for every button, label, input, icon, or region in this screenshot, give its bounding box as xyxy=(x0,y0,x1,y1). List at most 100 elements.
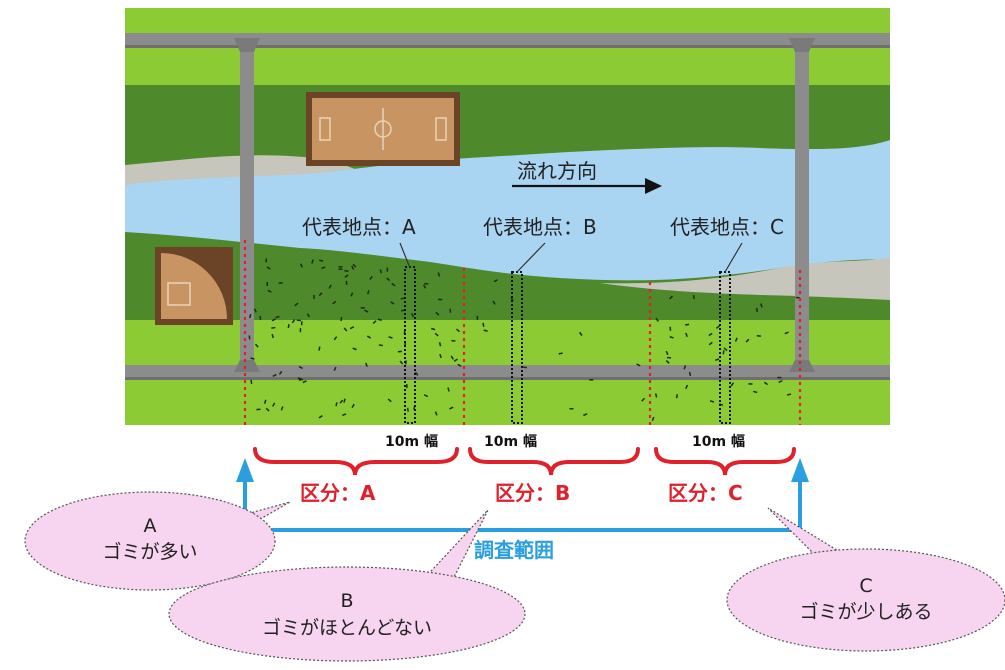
litter-speck xyxy=(730,382,735,387)
section-dividers xyxy=(243,240,802,425)
litter-speck xyxy=(272,373,277,378)
litter-speck xyxy=(287,323,290,329)
litter-speck xyxy=(386,277,391,282)
litter-speck xyxy=(655,317,660,322)
litter-speck xyxy=(578,331,583,337)
litter-speck xyxy=(410,313,415,318)
litter-speck xyxy=(369,275,373,280)
width-label-a: 10m 幅 xyxy=(385,433,438,450)
litter-speck xyxy=(669,295,673,300)
litter-speck xyxy=(267,289,272,293)
litter-speck xyxy=(430,327,436,331)
litter-speck xyxy=(424,282,429,285)
litter-speck xyxy=(259,315,262,321)
litter-speck xyxy=(297,377,302,382)
litter-speck xyxy=(669,336,674,339)
litter-speck xyxy=(250,379,253,384)
litter-speck xyxy=(688,371,692,377)
litter-speck xyxy=(343,327,348,332)
survey-range-bracket xyxy=(236,458,809,532)
litter-speck xyxy=(338,268,343,270)
litter-speck xyxy=(438,342,442,347)
litter-speck xyxy=(351,403,355,408)
bubble-a-line2: ゴミが多い xyxy=(102,541,197,563)
litter-speck xyxy=(388,336,393,339)
litter-speck xyxy=(669,326,672,331)
litter-speck xyxy=(722,350,725,355)
litter-speck xyxy=(795,296,800,299)
section-a-label: 区分：A xyxy=(300,481,376,505)
litter-speck xyxy=(692,295,695,300)
gravel-bank-lower xyxy=(600,258,890,300)
litter-speck xyxy=(335,402,338,407)
litter-speck xyxy=(709,400,715,403)
litter-speck xyxy=(372,320,377,325)
litter-speck xyxy=(423,394,429,398)
litter-speck xyxy=(265,258,268,263)
width-label-b: 10m 幅 xyxy=(484,433,537,450)
litter-speck xyxy=(492,300,496,305)
litter-speck xyxy=(278,370,283,375)
bubble-c-line1: C xyxy=(859,575,872,597)
litter-speck xyxy=(266,281,269,286)
litter-speck xyxy=(338,265,343,268)
litter-speck xyxy=(319,259,324,262)
litter-speck xyxy=(450,355,454,360)
width-label-c: 10m 幅 xyxy=(692,433,745,450)
litter-speck xyxy=(457,363,462,367)
litter-speck xyxy=(352,347,357,351)
litter-speck xyxy=(434,411,438,416)
litter-speck xyxy=(266,266,271,270)
litter-speck xyxy=(453,358,458,362)
litter-speck xyxy=(777,376,782,379)
litter-speck xyxy=(318,292,323,297)
litter-speck xyxy=(313,294,315,299)
section-braces xyxy=(253,447,796,476)
litter-speck xyxy=(272,402,276,407)
bubble-b-line1: B xyxy=(340,590,353,612)
litter-speck xyxy=(342,413,347,417)
litter-speck xyxy=(755,307,758,313)
flow-direction-label: 流れ方向 xyxy=(517,159,597,183)
bubble-a-line1: A xyxy=(144,515,157,537)
litter-speck xyxy=(734,337,738,342)
litter-speck xyxy=(377,318,382,321)
litter-speck xyxy=(249,314,252,319)
litter-speck xyxy=(476,315,479,320)
litter-speck xyxy=(296,319,301,322)
soccer-field xyxy=(306,92,460,166)
litter-speck xyxy=(391,282,396,287)
litter-speck xyxy=(364,309,369,313)
litter-speck xyxy=(715,358,720,361)
litter-speck xyxy=(763,381,769,386)
litter-speck xyxy=(718,403,724,406)
litter-speck xyxy=(422,284,427,289)
baseball-field xyxy=(155,247,233,325)
litter-speck xyxy=(280,406,284,411)
litter-speck xyxy=(387,398,392,403)
litter-speck xyxy=(366,335,372,339)
litter-speck xyxy=(400,297,405,300)
litter-speck xyxy=(753,390,758,394)
bottom-road xyxy=(125,365,890,377)
litter-speck xyxy=(311,259,314,264)
litter-speck xyxy=(345,280,348,285)
litter-speck xyxy=(569,407,574,410)
litter-speck xyxy=(379,269,383,274)
point-b-label: 代表地点：B xyxy=(483,215,597,239)
litter-speck xyxy=(271,333,274,339)
point-c-label: 代表地点：C xyxy=(670,215,784,239)
litter-speck xyxy=(683,365,687,370)
litter-speck xyxy=(318,415,323,419)
litter-speck xyxy=(271,318,277,322)
litter-speck xyxy=(275,315,280,319)
survey-range-label: 調査範囲 xyxy=(474,538,554,562)
litter-speck xyxy=(333,366,337,371)
litter-speck xyxy=(352,263,357,268)
litter-speck xyxy=(589,379,594,381)
litter-speck xyxy=(254,343,259,348)
litter-speck xyxy=(447,387,450,392)
litter-speck xyxy=(636,363,641,367)
bubble-c: C ゴミが少しある xyxy=(726,507,1005,652)
